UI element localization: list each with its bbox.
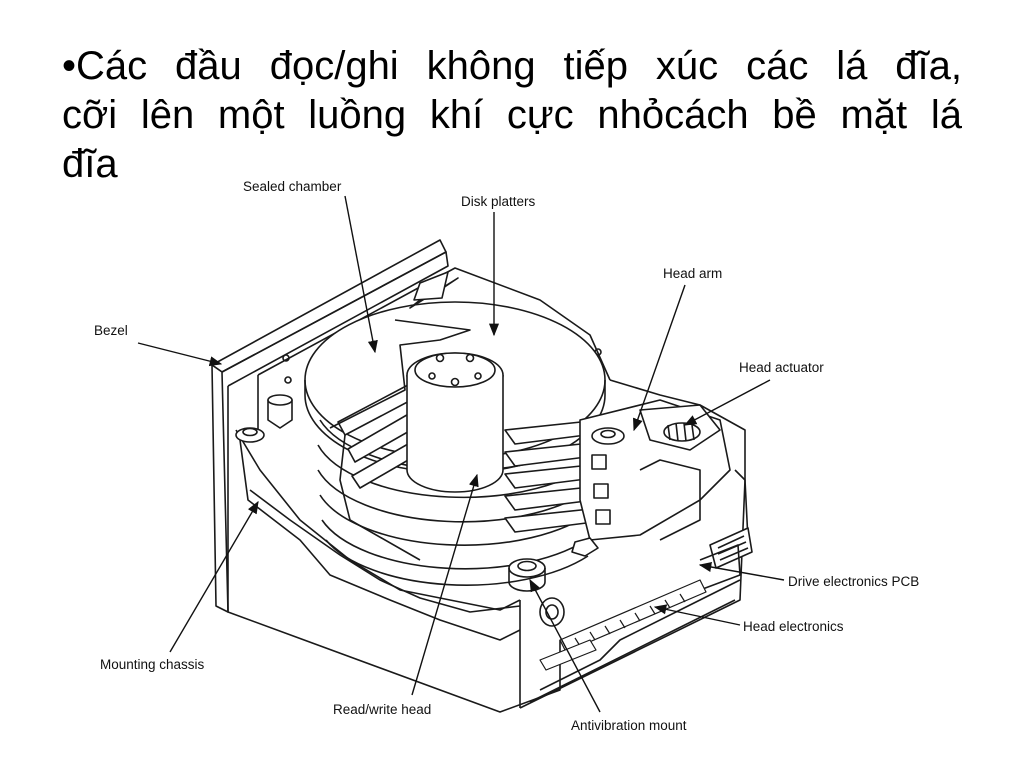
- arrow-head-electronics: [653, 604, 741, 626]
- arrow-head-arm: [633, 284, 686, 432]
- label-sealed-chamber: Sealed chamber: [243, 179, 342, 194]
- arrow-read-write-head: [411, 473, 479, 696]
- bezel-panel: [211, 239, 449, 613]
- arrow-mounting-chassis: [169, 500, 259, 653]
- label-disk-platters: Disk platters: [461, 194, 536, 209]
- label-mounting-chassis: Mounting chassis: [100, 657, 205, 672]
- drive-electronics-pcb-shape: [699, 527, 753, 591]
- label-antivibration-mount: Antivibration mount: [571, 718, 687, 733]
- label-bezel: Bezel: [94, 323, 128, 338]
- arrow-antivibration-mount: [529, 578, 601, 713]
- text-line-3: đĩa: [62, 142, 118, 186]
- text-line-1: •Các đầu đọc/ghi không tiếp xúc các lá đ…: [62, 44, 962, 88]
- head-actuator-assembly: [504, 399, 731, 557]
- antivibration-mount-shape: [508, 558, 565, 627]
- label-head-electronics: Head electronics: [743, 619, 844, 634]
- leader-arrows: [137, 195, 785, 713]
- text-line-2: cỡi lên một luồng khí cực nhỏcách bề mặt…: [62, 93, 962, 137]
- arrow-drive-electronics-pcb: [698, 562, 785, 581]
- arrow-sealed-chamber: [344, 195, 378, 354]
- arrow-bezel: [137, 342, 223, 367]
- label-drive-electronics-pcb: Drive electronics PCB: [788, 574, 920, 589]
- label-head-arm: Head arm: [663, 266, 723, 281]
- arrow-head-actuator: [683, 379, 771, 426]
- slide-bullet-text: •Các đầu đọc/ghi không tiếp xúc các lá đ…: [62, 42, 962, 189]
- label-read-write-head: Read/write head: [333, 702, 432, 717]
- label-head-actuator: Head actuator: [739, 360, 824, 375]
- head-electronics-shape: [539, 579, 707, 671]
